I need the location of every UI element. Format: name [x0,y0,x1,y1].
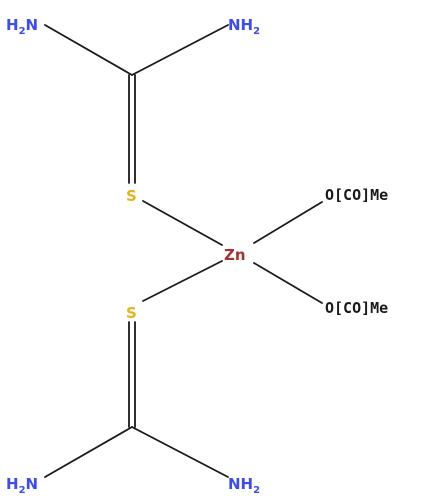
atom-amine-bottom-right: NH2 [228,475,260,496]
group-acetate-bottom: O[CO]Me [325,299,388,317]
atom-sulfur-bottom: S [126,304,137,322]
bond-s-top-to-zn [142,200,223,246]
atom-amine-top-right: NH2 [228,16,260,37]
bond-zn-to-acetate-top [253,201,323,244]
atom-amine-top-left: H2N [6,16,38,37]
bond-c-bottom-to-nh2-bottom-right [131,426,229,478]
group-acetate-top: O[CO]Me [325,186,388,204]
bond-nh2-top-right-to-c-top [131,24,229,76]
atom-zinc: Zn [224,246,246,264]
bonds [44,24,323,478]
atom-sulfur-top: S [126,187,137,205]
bond-zn-to-acetate-bottom [253,262,323,304]
bond-c-bottom-to-nh2-bottom-left [44,426,133,478]
atoms: H2N NH2 S Zn O[CO]Me O[CO]Me S H2N NH2 [6,16,388,496]
bond-s-bottom-to-zn [142,260,223,302]
atom-amine-bottom-left: H2N [6,475,38,496]
bond-nh2-top-left-to-c-top [44,24,133,76]
